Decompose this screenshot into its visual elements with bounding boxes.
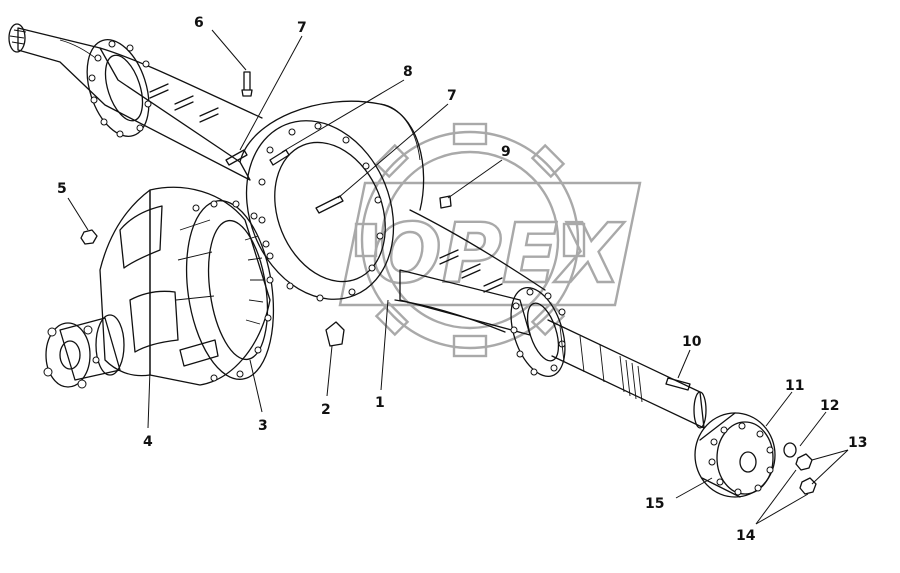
callout-labels: 6 7 8 7 9 5 4 3 2 1 10 11 12 13 15 14: [57, 15, 867, 544]
small-parts: [80, 71, 817, 495]
callout-7-lower: 7: [447, 88, 457, 104]
callout-4: 4: [143, 434, 153, 450]
callout-15: 15: [645, 496, 664, 512]
callout-5: 5: [57, 181, 67, 197]
differential-carrier: [43, 186, 275, 389]
callout-6: 6: [194, 15, 204, 31]
watermark-frame: [338, 181, 642, 307]
opex-watermark: OPEX: [338, 122, 642, 358]
left-flange-bolt-holes: [88, 40, 152, 138]
watermark-text: OPEX: [372, 207, 625, 302]
callout-8: 8: [403, 64, 413, 80]
hub-bolt-holes: [708, 422, 774, 496]
callout-11: 11: [785, 378, 804, 394]
callout-12: 12: [820, 398, 839, 414]
callout-10: 10: [682, 334, 702, 350]
callout-13: 13: [848, 435, 867, 451]
wheel-hub: [694, 412, 776, 498]
leader-lines: [67, 29, 849, 525]
callout-3: 3: [258, 418, 268, 434]
callout-14: 14: [736, 528, 756, 544]
carrier-bolt-holes: [192, 200, 274, 382]
axle-housing: [8, 23, 707, 429]
callout-2: 2: [321, 402, 331, 418]
callout-7-upper: 7: [297, 20, 307, 36]
banjo-bolt-holes: [258, 122, 384, 302]
callout-9: 9: [501, 144, 511, 160]
watermark-gear: [354, 122, 586, 358]
callout-1: 1: [375, 395, 385, 411]
